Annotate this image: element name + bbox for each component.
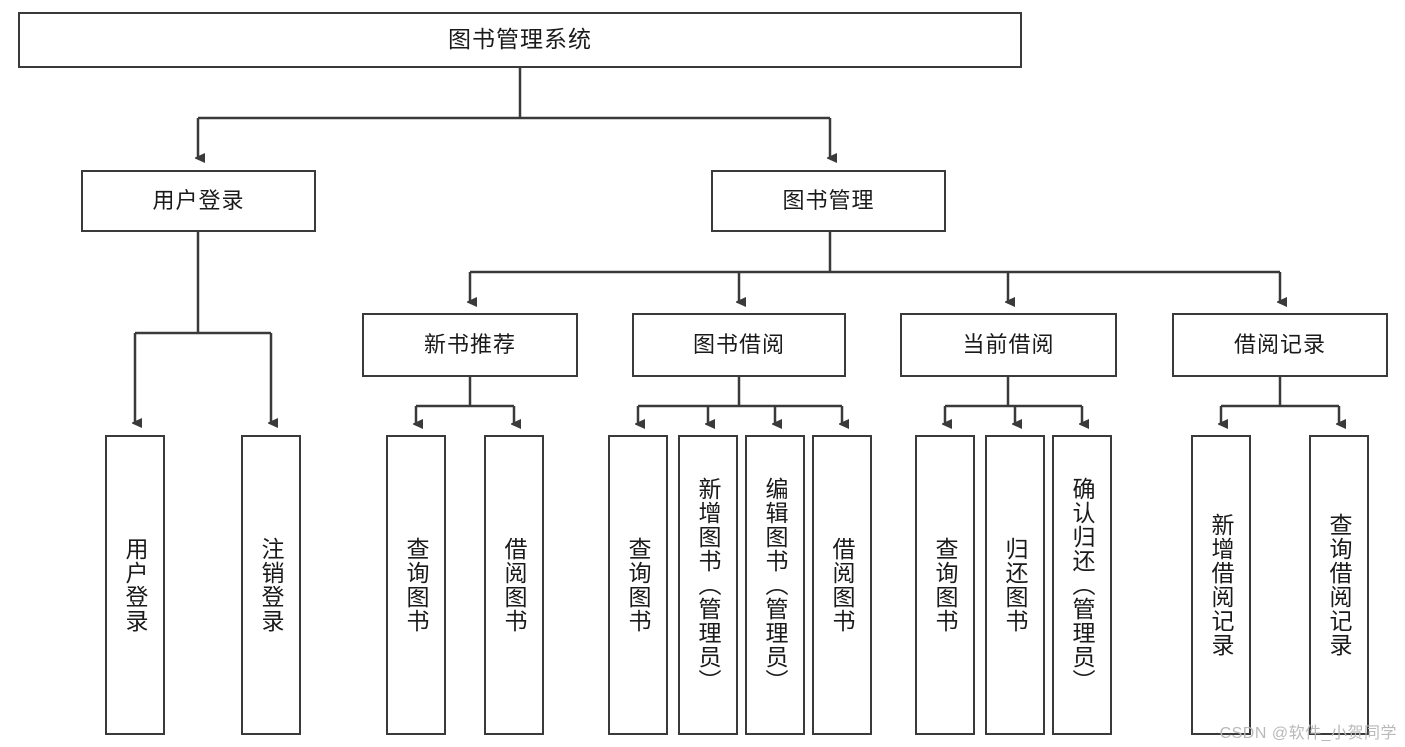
node-leaf-12[interactable]: 查询借阅记录 xyxy=(1309,435,1369,735)
node-label: 用户登录 xyxy=(152,187,245,213)
node-label: 确认归还（管理员） xyxy=(1069,477,1096,693)
node-label: 查询图书 xyxy=(625,537,652,633)
node-level3-2[interactable]: 当前借阅 xyxy=(900,313,1117,377)
node-label: 新书推荐 xyxy=(423,331,516,357)
node-label: 查询图书 xyxy=(932,537,959,633)
node-leaf-2[interactable]: 查询图书 xyxy=(386,435,446,735)
node-leaf-4[interactable]: 查询图书 xyxy=(608,435,668,735)
node-root[interactable]: 图书管理系统 xyxy=(18,12,1022,68)
node-leaf-6[interactable]: 编辑图书（管理员） xyxy=(745,435,805,735)
node-label: 归还图书 xyxy=(1002,537,1029,633)
node-leaf-8[interactable]: 查询图书 xyxy=(915,435,975,735)
node-leaf-0[interactable]: 用户登录 xyxy=(105,435,165,735)
node-level3-3[interactable]: 借阅记录 xyxy=(1172,313,1388,377)
node-label: 借阅图书 xyxy=(829,537,856,633)
node-leaf-7[interactable]: 借阅图书 xyxy=(812,435,872,735)
node-label: 图书管理 xyxy=(782,187,875,213)
node-label: 图书借阅 xyxy=(692,331,785,357)
node-level2-0[interactable]: 用户登录 xyxy=(81,170,316,232)
node-label: 注销登录 xyxy=(258,537,285,633)
node-label: 当前借阅 xyxy=(962,331,1055,357)
node-leaf-3[interactable]: 借阅图书 xyxy=(484,435,544,735)
node-leaf-11[interactable]: 新增借阅记录 xyxy=(1191,435,1251,735)
node-leaf-1[interactable]: 注销登录 xyxy=(241,435,301,735)
node-label: 用户登录 xyxy=(122,537,149,633)
node-leaf-10[interactable]: 确认归还（管理员） xyxy=(1052,435,1112,735)
node-label: 新增图书（管理员） xyxy=(695,477,722,693)
node-leaf-9[interactable]: 归还图书 xyxy=(985,435,1045,735)
node-label: 编辑图书（管理员） xyxy=(762,477,789,693)
node-label: 查询图书 xyxy=(403,537,430,633)
node-level3-0[interactable]: 新书推荐 xyxy=(362,313,578,377)
node-level2-1[interactable]: 图书管理 xyxy=(711,170,946,232)
node-label: 借阅记录 xyxy=(1233,331,1326,357)
node-label: 查询借阅记录 xyxy=(1326,513,1353,657)
node-label: 图书管理系统 xyxy=(448,26,592,53)
node-label: 新增借阅记录 xyxy=(1208,513,1235,657)
node-leaf-5[interactable]: 新增图书（管理员） xyxy=(678,435,738,735)
node-level3-1[interactable]: 图书借阅 xyxy=(632,313,846,377)
node-label: 借阅图书 xyxy=(501,537,528,633)
